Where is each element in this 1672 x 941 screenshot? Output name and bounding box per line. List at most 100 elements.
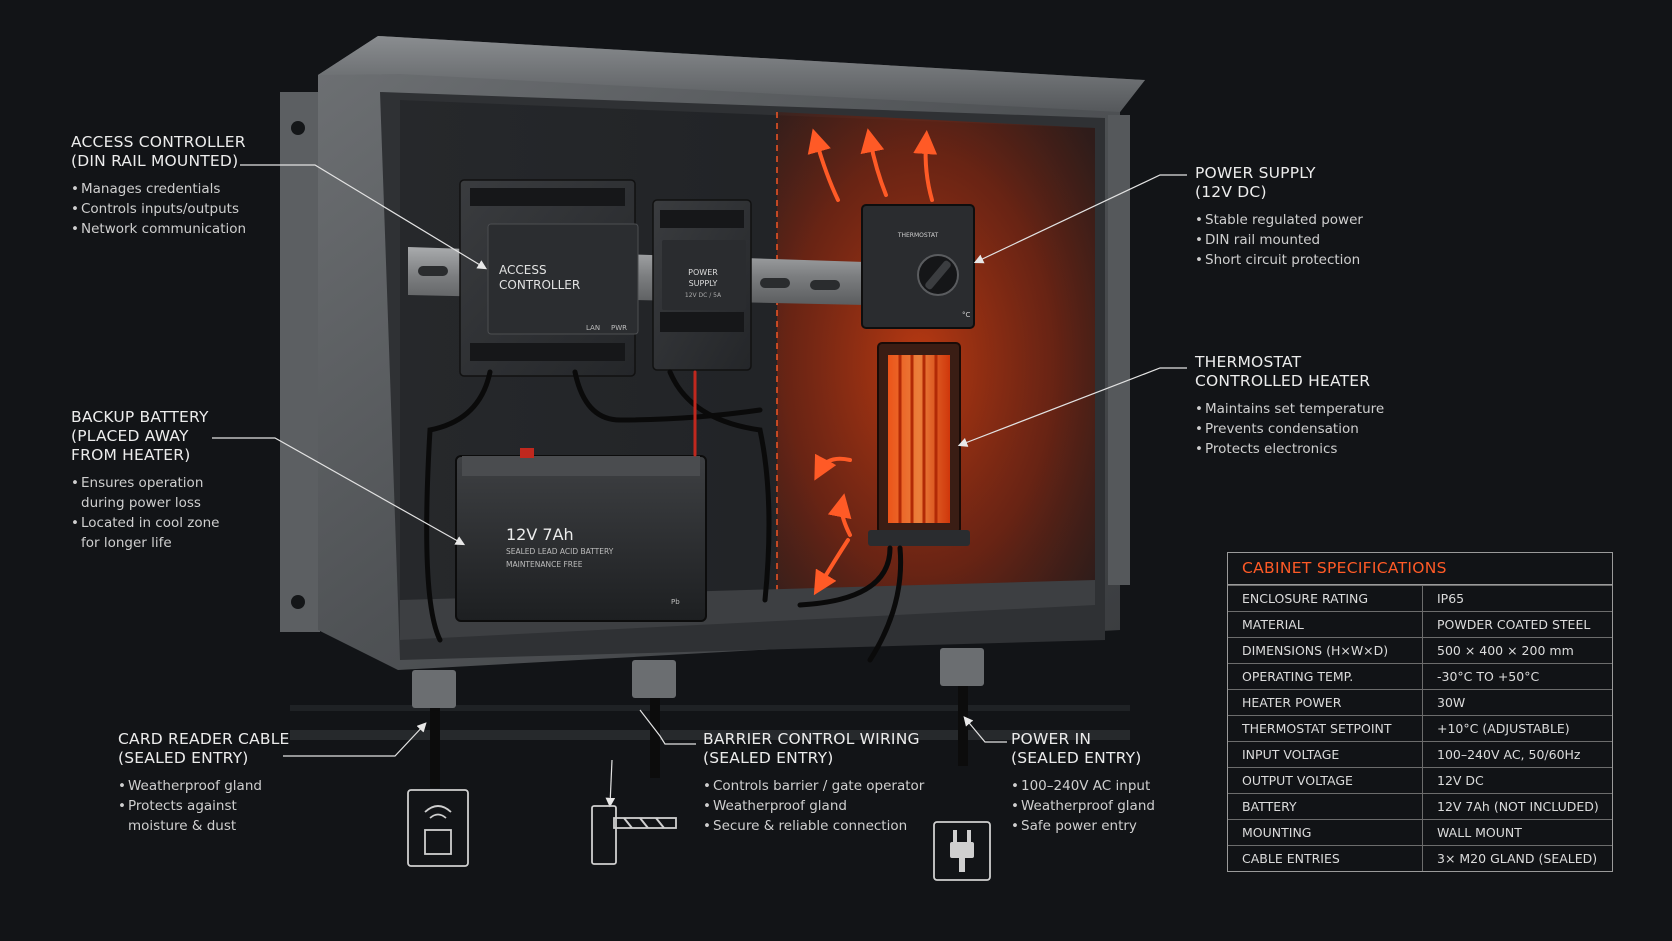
table-row: BATTERY 12V 7Ah (NOT INCLUDED): [1228, 793, 1612, 819]
bullet-item: DIN rail mounted: [1195, 230, 1363, 250]
spec-value: 12V DC: [1437, 773, 1484, 788]
table-row: THERMOSTAT SETPOINT +10°C (ADJUSTABLE): [1228, 715, 1612, 741]
callout-title: CARD READER CABLE (SEALED ENTRY): [118, 730, 290, 767]
power-supply-module: POWER SUPPLY 12V DC / 5A: [652, 199, 752, 371]
barrier-gate-icon: [591, 805, 677, 865]
controller-label-line2: CONTROLLER: [499, 278, 580, 292]
battery-rating: 12V 7Ah: [506, 525, 574, 544]
spec-value: 30W: [1437, 695, 1466, 710]
cabinet-specifications-table: CABINET SPECIFICATIONS ENCLOSURE RATING I…: [1227, 552, 1613, 872]
spec-value: -30°C TO +50°C: [1437, 669, 1540, 684]
spec-value: 12V 7Ah (NOT INCLUDED): [1437, 799, 1599, 814]
bullet-item: Protects electronics: [1195, 439, 1384, 459]
psu-label-line3: 12V DC / 5A: [685, 292, 722, 299]
table-row: OPERATING TEMP. -30°C TO +50°C: [1228, 663, 1612, 689]
backup-battery: 12V 7Ah SEALED LEAD ACID BATTERY MAINTEN…: [455, 448, 707, 622]
callout-bullets: Manages credentials Controls inputs/outp…: [71, 179, 246, 239]
bullet-item: Short circuit protection: [1195, 250, 1363, 270]
internal-wiring: [424, 369, 904, 663]
bullet-item: Controls inputs/outputs: [71, 199, 246, 219]
callout-leaders: [212, 164, 1187, 808]
battery-maintenance: MAINTENANCE FREE: [506, 560, 583, 569]
bullet-item: Manages credentials: [71, 179, 246, 199]
bullet-item: Maintains set temperature: [1195, 399, 1384, 419]
callout-power-in: POWER IN (SEALED ENTRY) 100–240V AC inpu…: [1011, 730, 1155, 836]
callout-title: BACKUP BATTERY (PLACED AWAY FROM HEATER): [71, 408, 209, 464]
callout-title: THERMOSTAT CONTROLLED HEATER: [1195, 353, 1371, 390]
spec-label: MOUNTING: [1228, 820, 1423, 845]
table-row: DIMENSIONS (H×W×D) 500 × 400 × 200 mm: [1228, 637, 1612, 663]
callout-bullets: Weatherproof gland Protects againstmoist…: [118, 776, 290, 836]
spec-value: 3× M20 GLAND (SEALED): [1437, 851, 1598, 866]
spec-label: MATERIAL: [1228, 612, 1423, 637]
bullet-item: Controls barrier / gate operator: [703, 776, 924, 796]
bullet-item: Weatherproof gland: [703, 796, 924, 816]
bullet-item: Weatherproof gland: [118, 776, 290, 796]
spec-label: HEATER POWER: [1228, 690, 1423, 715]
controller-lan-label: LAN: [586, 324, 600, 332]
callout-heater: THERMOSTAT CONTROLLED HEATER Maintains s…: [1195, 353, 1384, 459]
spec-label: THERMOSTAT SETPOINT: [1228, 716, 1423, 741]
bullet-item: Safe power entry: [1011, 816, 1155, 836]
spec-table-title: CABINET SPECIFICATIONS: [1228, 553, 1612, 585]
callout-title: POWER IN (SEALED ENTRY): [1011, 730, 1142, 767]
table-row: MOUNTING WALL MOUNT: [1228, 819, 1612, 845]
mounting-flange: [280, 92, 320, 632]
ground-conduits: [290, 705, 1130, 740]
spec-label: BATTERY: [1228, 794, 1423, 819]
spec-label: INPUT VOLTAGE: [1228, 742, 1423, 767]
spec-value: 500 × 400 × 200 mm: [1437, 643, 1574, 658]
callout-bullets: Maintains set temperature Prevents conde…: [1195, 399, 1384, 459]
controller-label-line1: ACCESS: [499, 263, 547, 277]
controller-pwr-label: PWR: [611, 324, 627, 332]
spec-value: +10°C (ADJUSTABLE): [1437, 721, 1570, 736]
spec-value: IP65: [1437, 591, 1465, 606]
access-controller-module: ACCESS CONTROLLER LAN PWR: [459, 179, 639, 377]
callout-backup-battery: BACKUP BATTERY (PLACED AWAY FROM HEATER)…: [71, 408, 220, 553]
spec-label: OUTPUT VOLTAGE: [1228, 768, 1423, 793]
callout-barrier: BARRIER CONTROL WIRING (SEALED ENTRY) Co…: [703, 730, 924, 836]
battery-type: SEALED LEAD ACID BATTERY: [506, 547, 614, 556]
callout-card-reader: CARD READER CABLE (SEALED ENTRY) Weather…: [118, 730, 290, 836]
spec-label: OPERATING TEMP.: [1228, 664, 1423, 689]
bullet-item: 100–240V AC input: [1011, 776, 1155, 796]
cable-glands: [412, 648, 984, 788]
table-row: HEATER POWER 30W: [1228, 689, 1612, 715]
callout-power-supply: POWER SUPPLY (12V DC) Stable regulated p…: [1195, 164, 1363, 270]
table-row: OUTPUT VOLTAGE 12V DC: [1228, 767, 1612, 793]
spec-label: ENCLOSURE RATING: [1228, 586, 1423, 611]
bullet-item: Weatherproof gland: [1011, 796, 1155, 816]
heat-flow-arrows: [807, 128, 938, 596]
table-row: ENCLOSURE RATING IP65: [1228, 585, 1612, 611]
spec-label: DIMENSIONS (H×W×D): [1228, 638, 1423, 663]
table-row: INPUT VOLTAGE 100–240V AC, 50/60Hz: [1228, 741, 1612, 767]
card-reader-icon: [407, 789, 469, 867]
spec-value: WALL MOUNT: [1437, 825, 1522, 840]
callout-title: ACCESS CONTROLLER (DIN RAIL MOUNTED): [71, 133, 246, 170]
callout-bullets: Controls barrier / gate operator Weather…: [703, 776, 924, 836]
thermostat-label: THERMOSTAT: [897, 232, 939, 239]
spec-value: 100–240V AC, 50/60Hz: [1437, 747, 1581, 762]
callout-bullets: Stable regulated power DIN rail mounted …: [1195, 210, 1363, 270]
psu-label-line2: SUPPLY: [689, 279, 718, 288]
callout-bullets: 100–240V AC input Weatherproof gland Saf…: [1011, 776, 1155, 836]
spec-label: CABLE ENTRIES: [1228, 846, 1423, 871]
psu-label-line1: POWER: [688, 268, 718, 277]
thermostat-unit: °C: [962, 311, 971, 319]
callout-title: BARRIER CONTROL WIRING (SEALED ENTRY): [703, 730, 920, 767]
table-row: CABLE ENTRIES 3× M20 GLAND (SEALED): [1228, 845, 1612, 871]
bullet-item: Secure & reliable connection: [703, 816, 924, 836]
callout-title: POWER SUPPLY (12V DC): [1195, 164, 1316, 201]
thermostat-module: THERMOSTAT °C: [861, 204, 975, 329]
bullet-item: Network communication: [71, 219, 246, 239]
bullet-item: Stable regulated power: [1195, 210, 1363, 230]
heater-element: [868, 342, 970, 546]
battery-pb-mark: Pb: [671, 598, 680, 606]
power-plug-icon: [933, 821, 991, 881]
